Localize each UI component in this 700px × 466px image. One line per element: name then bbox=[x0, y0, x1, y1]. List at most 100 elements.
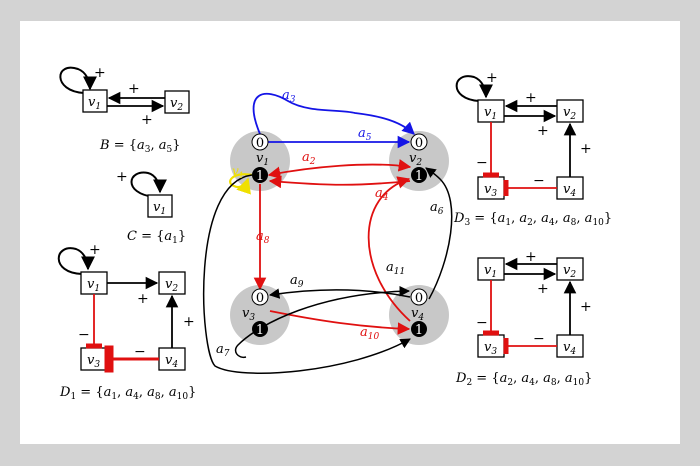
v3-value-0-label: 0 bbox=[256, 291, 264, 306]
arc-a9 bbox=[268, 288, 411, 299]
v2-value-1-label: 1 bbox=[415, 169, 423, 184]
arc-a11 bbox=[234, 285, 411, 359]
d2-caption: D2 = {a2, a4, a8, a10} bbox=[455, 371, 592, 388]
graph-c: v1 + C = {a1} bbox=[116, 169, 186, 246]
state-transition-figure: 0 1 0 1 0 1 0 1 v1 v2 v3 v4 v1 a3 a5 a2 … bbox=[57, 65, 612, 402]
v4-value-1-label: 1 bbox=[415, 323, 423, 338]
c-node-v1-label: v1 bbox=[153, 200, 166, 217]
d1-sign-v4-v3: − bbox=[134, 344, 146, 360]
d2-node-v4-label: v4 bbox=[563, 340, 576, 357]
arc-a4-up bbox=[367, 176, 411, 322]
d1-sign-v1-v3: − bbox=[78, 327, 90, 343]
d1-node-v2-label: v2 bbox=[165, 277, 178, 294]
b-node-v1 bbox=[82, 89, 108, 113]
d3-sign-v4-v3: − bbox=[533, 173, 545, 189]
d2-node-v2 bbox=[556, 257, 584, 281]
arc-label-a8: a8 bbox=[256, 229, 270, 246]
v1-value-1 bbox=[252, 167, 268, 183]
b-sign-top: + bbox=[128, 81, 140, 97]
v3-value-1 bbox=[252, 321, 268, 337]
d1-node-v3-label: v3 bbox=[87, 353, 100, 370]
yellow-loop-label: v1 bbox=[232, 164, 244, 180]
d2-sign-bottom: + bbox=[537, 281, 549, 297]
d3-sign-self: + bbox=[486, 70, 498, 86]
d1-sign-self: + bbox=[89, 242, 101, 258]
node-disk-v3 bbox=[230, 285, 290, 345]
d1-self-loop bbox=[57, 247, 95, 275]
v1-value-1-label: 1 bbox=[256, 169, 264, 184]
v4-value-0 bbox=[410, 288, 428, 306]
v4-value-1 bbox=[411, 321, 427, 337]
v4-value-0-label: 0 bbox=[415, 291, 423, 306]
v1-value-0 bbox=[251, 133, 269, 151]
b-node-v2 bbox=[164, 90, 190, 114]
arc-label-a3: a3 bbox=[282, 88, 296, 105]
arc-a10 bbox=[269, 310, 411, 335]
arc-a7 bbox=[203, 174, 411, 374]
d3-node-v1-label: v1 bbox=[484, 105, 497, 122]
d3-node-v4-label: v4 bbox=[563, 182, 576, 199]
v3-value-0 bbox=[251, 288, 269, 306]
d2-sign-v1-v3: − bbox=[476, 315, 488, 331]
b-sign-bottom: + bbox=[141, 112, 153, 128]
d3-node-v2-label: v2 bbox=[563, 105, 576, 122]
d2-sign-v4-v3: − bbox=[533, 331, 545, 347]
arc-a4 bbox=[268, 175, 411, 189]
c-self-loop bbox=[130, 171, 167, 198]
arc-label-a2: a2 bbox=[302, 150, 316, 167]
d1-sign-v4-v2: + bbox=[183, 314, 195, 330]
d3-sign-top: + bbox=[525, 90, 537, 106]
v2-value-0 bbox=[410, 133, 428, 151]
b-caption: B = {a3, a5} bbox=[99, 138, 181, 155]
d1-node-v4-label: v4 bbox=[165, 353, 178, 370]
d3-node-v3-label: v3 bbox=[484, 182, 497, 199]
figure-panel: 0 1 0 1 0 1 0 1 v1 v2 v3 v4 v1 a3 a5 a2 … bbox=[20, 21, 680, 444]
arc-label-a10: a10 bbox=[360, 325, 379, 342]
arc-label-a6: a6 bbox=[430, 200, 444, 217]
node-label-v3: v3 bbox=[242, 306, 255, 323]
d3-sign-bottom: + bbox=[537, 123, 549, 139]
b-sign-self: + bbox=[94, 65, 106, 81]
arc-label-a9: a9 bbox=[290, 273, 304, 290]
d1-node-v2 bbox=[158, 271, 186, 295]
arc-label-a11: a11 bbox=[386, 260, 405, 277]
b-node-v2-label: v2 bbox=[170, 96, 183, 113]
arc-label-a5: a5 bbox=[358, 126, 372, 143]
node-label-v2: v2 bbox=[409, 151, 422, 168]
graph-b: v1 v2 + + + B = {a3, a5} bbox=[59, 65, 190, 155]
d2-sign-top: + bbox=[525, 249, 537, 265]
graph-d2: v1 v2 v3 v4 + + + − − D2 = {a2, a4, a8, … bbox=[455, 249, 592, 388]
v2-value-1 bbox=[411, 167, 427, 183]
d3-sign-v4-v2: + bbox=[580, 141, 592, 157]
b-self-loop bbox=[59, 66, 97, 94]
arc-label-a4: a4 bbox=[375, 186, 389, 203]
b-node-v1-label: v1 bbox=[88, 95, 101, 112]
node-label-v4: v4 bbox=[411, 306, 424, 323]
v3-value-1-label: 1 bbox=[256, 323, 264, 338]
d2-node-v1-label: v1 bbox=[484, 263, 497, 280]
v1-value-0-label: 0 bbox=[256, 136, 264, 151]
graph-d1: v1 v2 v3 v4 + + + − − D1 = {a1, a4, a8, … bbox=[57, 242, 196, 402]
graph-d3: v1 v2 v3 v4 + + + + − − D3 = {a1, a2, a4… bbox=[453, 70, 612, 228]
arc-a2 bbox=[267, 159, 412, 180]
d2-sign-v4-v2: + bbox=[580, 299, 592, 315]
d1-caption: D1 = {a1, a4, a8, a10} bbox=[59, 385, 196, 402]
d3-node-v2 bbox=[556, 99, 584, 123]
d2-node-v2-label: v2 bbox=[563, 263, 576, 280]
d3-caption: D3 = {a1, a2, a4, a8, a10} bbox=[453, 211, 612, 228]
d2-node-v3-label: v3 bbox=[484, 340, 497, 357]
v2-value-0-label: 0 bbox=[415, 136, 423, 151]
d1-sign-v1-v2: + bbox=[137, 291, 149, 307]
c-caption: C = {a1} bbox=[127, 229, 186, 246]
arc-label-a7: a7 bbox=[216, 342, 230, 359]
arc-a3 bbox=[252, 92, 415, 135]
arc-a6 bbox=[425, 167, 453, 300]
arc-a1-self-loop bbox=[229, 173, 253, 195]
c-sign-self: + bbox=[116, 169, 128, 185]
d1-node-v1-label: v1 bbox=[87, 277, 100, 294]
d3-sign-v1-v3: − bbox=[476, 155, 488, 171]
d3-self-loop bbox=[455, 75, 493, 102]
main-graph: 0 1 0 1 0 1 0 1 v1 v2 v3 v4 v1 a3 a5 a2 … bbox=[203, 88, 453, 374]
c-node-v1 bbox=[147, 194, 173, 218]
node-label-v1: v1 bbox=[256, 151, 269, 168]
